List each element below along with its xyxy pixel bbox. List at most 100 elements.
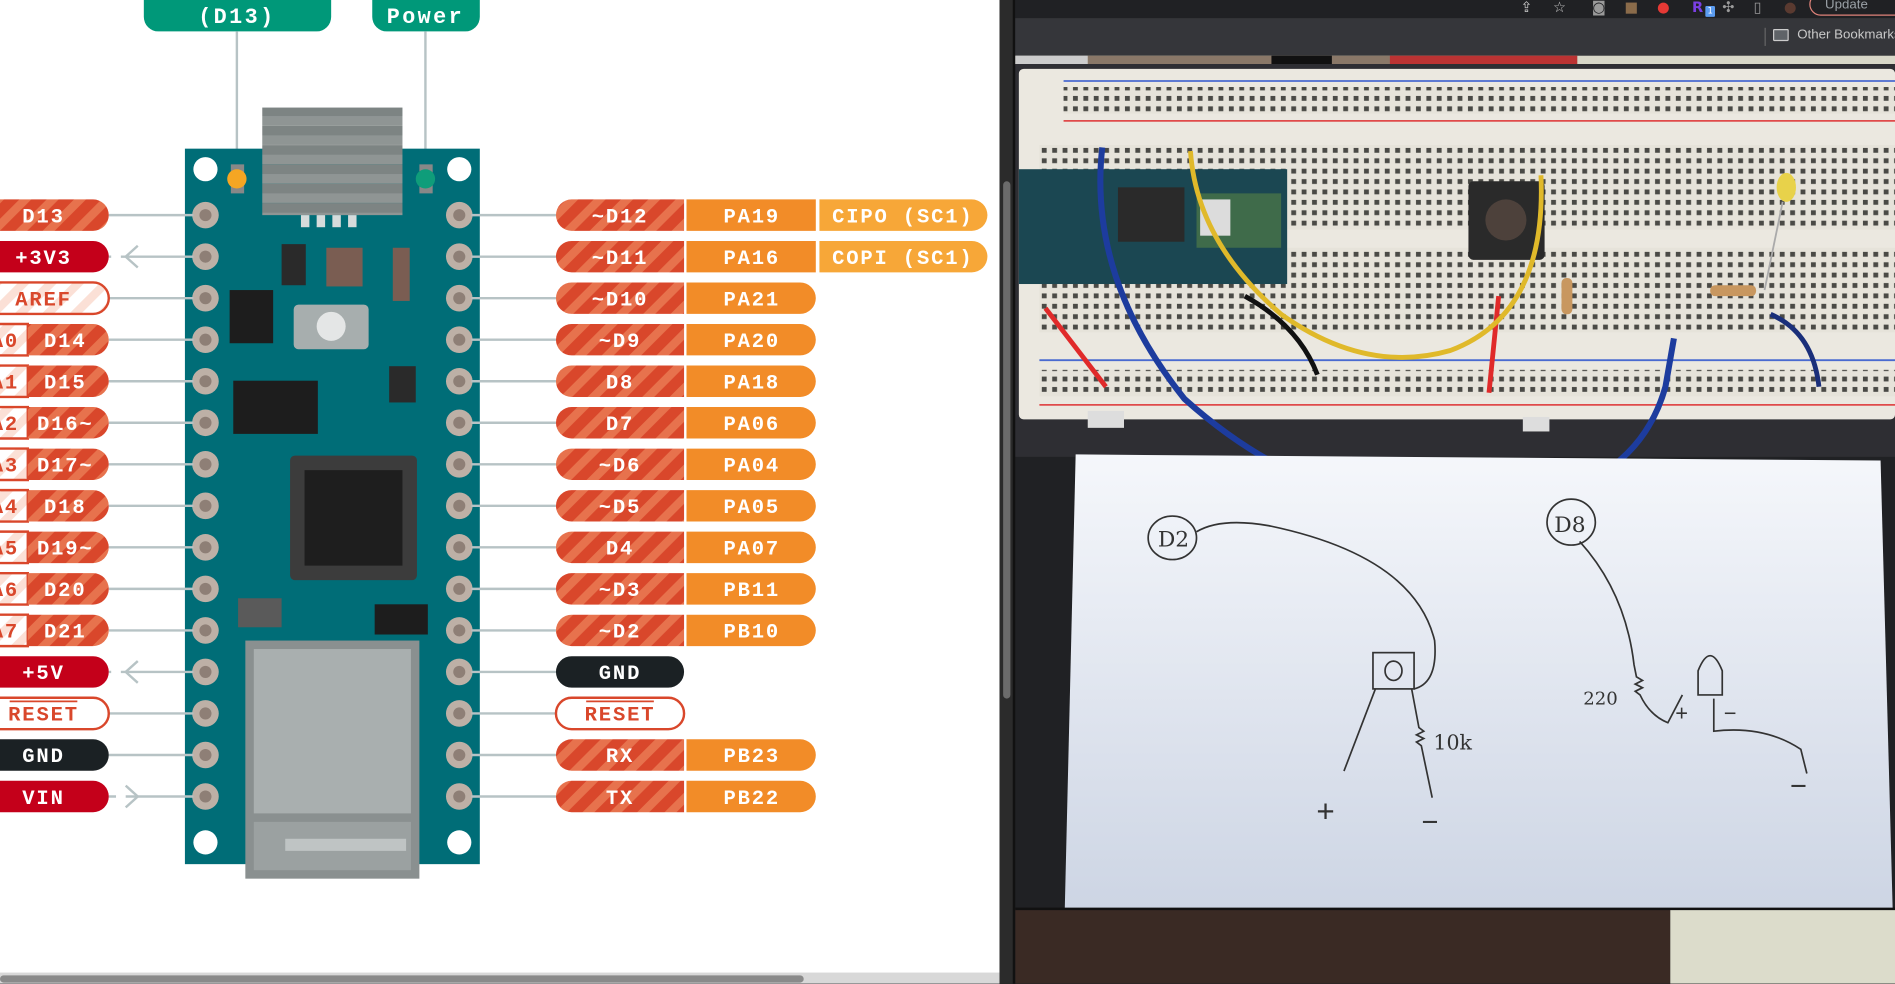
port-label: PA19 xyxy=(723,206,780,229)
other-bookmarks-link[interactable]: Other Bookmarks xyxy=(1797,27,1895,43)
pin-label: D4 xyxy=(606,539,634,562)
pin-label: ~D3 xyxy=(599,580,641,603)
arrow-icon xyxy=(124,784,140,809)
left-pin-3v3: +3V3 xyxy=(0,240,194,273)
pin-label: ~D6 xyxy=(599,456,641,479)
push-button-photo xyxy=(1468,181,1545,260)
port-label: PA04 xyxy=(723,456,780,479)
pin-pad xyxy=(192,284,219,312)
star-icon[interactable]: ☆ xyxy=(1553,0,1567,16)
port-label: PA05 xyxy=(723,497,780,520)
puzzle-icon[interactable]: ✣ xyxy=(1722,0,1735,16)
circuit-sketch xyxy=(1147,498,1808,798)
arduino-nano-board xyxy=(184,107,480,879)
sketch-minus-label: − xyxy=(1421,808,1438,841)
pin-label: D7 xyxy=(606,414,634,437)
left-pin-gnd: GND xyxy=(0,739,194,771)
analog-pin-label: A6 xyxy=(0,580,19,603)
digital-pin-label: D21 xyxy=(44,622,86,645)
left-pin-d17: A3D17~ xyxy=(0,447,194,482)
avatar[interactable]: ● xyxy=(1783,0,1797,16)
pin-label: D13 xyxy=(22,206,64,229)
sketch-led-minus-label: − xyxy=(1723,702,1736,727)
resistor-10k-photo xyxy=(1561,277,1573,315)
pin-pad xyxy=(192,534,219,561)
port-label: PB22 xyxy=(723,788,780,811)
purple-r-extension-icon[interactable]: R xyxy=(1692,0,1704,16)
webcam-video: D2 D8 10k 220 + − + − − xyxy=(1015,55,1895,984)
camera-extension-icon[interactable]: ◙ xyxy=(1591,0,1606,16)
update-button[interactable]: Update xyxy=(1809,0,1895,16)
led-photo xyxy=(1776,172,1796,202)
window-divider xyxy=(1012,0,1016,984)
left-pin-d13: D13 xyxy=(0,199,194,231)
pin-label: ~D12 xyxy=(592,206,649,229)
sidebar-icon[interactable]: ▯ xyxy=(1753,0,1762,16)
left-pin-vin: VIN xyxy=(0,780,194,813)
extension-icon[interactable]: ■ xyxy=(1624,0,1639,16)
pin-label: GND xyxy=(599,663,641,686)
right-pin-d9: ~D9 PA20 xyxy=(471,324,816,356)
pin-label: ~D9 xyxy=(599,331,641,354)
sketch-10k-label: 10k xyxy=(1433,730,1472,754)
pin-label: D8 xyxy=(606,372,634,395)
digital-pin-label: D20 xyxy=(44,580,86,603)
pin-pad xyxy=(445,492,473,520)
digital-pin-label: D19~ xyxy=(37,539,94,562)
red-extension-icon[interactable]: ● xyxy=(1656,0,1670,16)
pin-pad xyxy=(192,243,219,270)
analog-pin-label: A1 xyxy=(0,372,19,395)
pin-pad xyxy=(192,201,219,229)
pin-label: RESET xyxy=(8,705,79,728)
pin-label: ~D2 xyxy=(599,622,641,645)
sketch-220-label: 220 xyxy=(1583,689,1618,710)
left-pin-d14: A0D14 xyxy=(0,322,194,357)
browser-toolbar: ⇪ ☆ ◙ ■ ● R 1 ✣ ▯ ● Update xyxy=(1015,0,1895,19)
resistor-220-photo xyxy=(1710,285,1757,297)
sketch-d8-label: D8 xyxy=(1554,513,1585,538)
horizontal-scrollbar[interactable] xyxy=(0,972,1000,984)
left-pin-d21: A7 D21 xyxy=(0,613,194,648)
usb-connector xyxy=(262,107,403,216)
spi-function-label: COPI (SC1) xyxy=(832,248,973,271)
right-pin-d4: D4 PA07 xyxy=(471,531,816,564)
port-label: PA07 xyxy=(723,539,780,562)
analog-pin-label: A3 xyxy=(0,456,19,479)
port-label: PA20 xyxy=(723,331,780,354)
pin-pad xyxy=(445,243,473,270)
bookmarks-bar: Other Bookmarks xyxy=(1015,18,1895,56)
pin-pad xyxy=(445,451,473,478)
port-label: PA21 xyxy=(723,289,780,312)
digital-pin-label: D18 xyxy=(44,497,86,520)
pin-label: TX xyxy=(606,788,634,811)
sketch-plus-label: + xyxy=(1316,797,1335,832)
sketch-d2-label: D2 xyxy=(1158,527,1189,552)
left-pin-aref: AREF xyxy=(0,281,194,316)
arrow-icon xyxy=(123,244,139,269)
pin-pad xyxy=(445,658,473,686)
vertical-scrollbar[interactable] xyxy=(999,0,1013,984)
analog-pin-label: A7 xyxy=(0,622,19,645)
pin-pad xyxy=(445,741,473,769)
horizontal-scrollbar-thumb[interactable] xyxy=(0,975,804,983)
analog-pin-label: A2 xyxy=(0,414,19,437)
extension-badge: 1 xyxy=(1705,6,1716,17)
pin-pad xyxy=(445,617,473,644)
share-icon[interactable]: ⇪ xyxy=(1520,0,1533,16)
pin-pad xyxy=(192,575,219,603)
pin-pad xyxy=(445,409,473,437)
pin-pad xyxy=(192,492,219,520)
pinout-diagram-panel: (D13) Power xyxy=(0,0,1000,973)
left-pin-labels: D13+3V3AREFA0D14A1D15A2D16~A3D17~A4D18A5… xyxy=(0,199,194,813)
vertical-scrollbar-thumb[interactable] xyxy=(1003,181,1011,699)
pin-pad xyxy=(445,783,473,810)
